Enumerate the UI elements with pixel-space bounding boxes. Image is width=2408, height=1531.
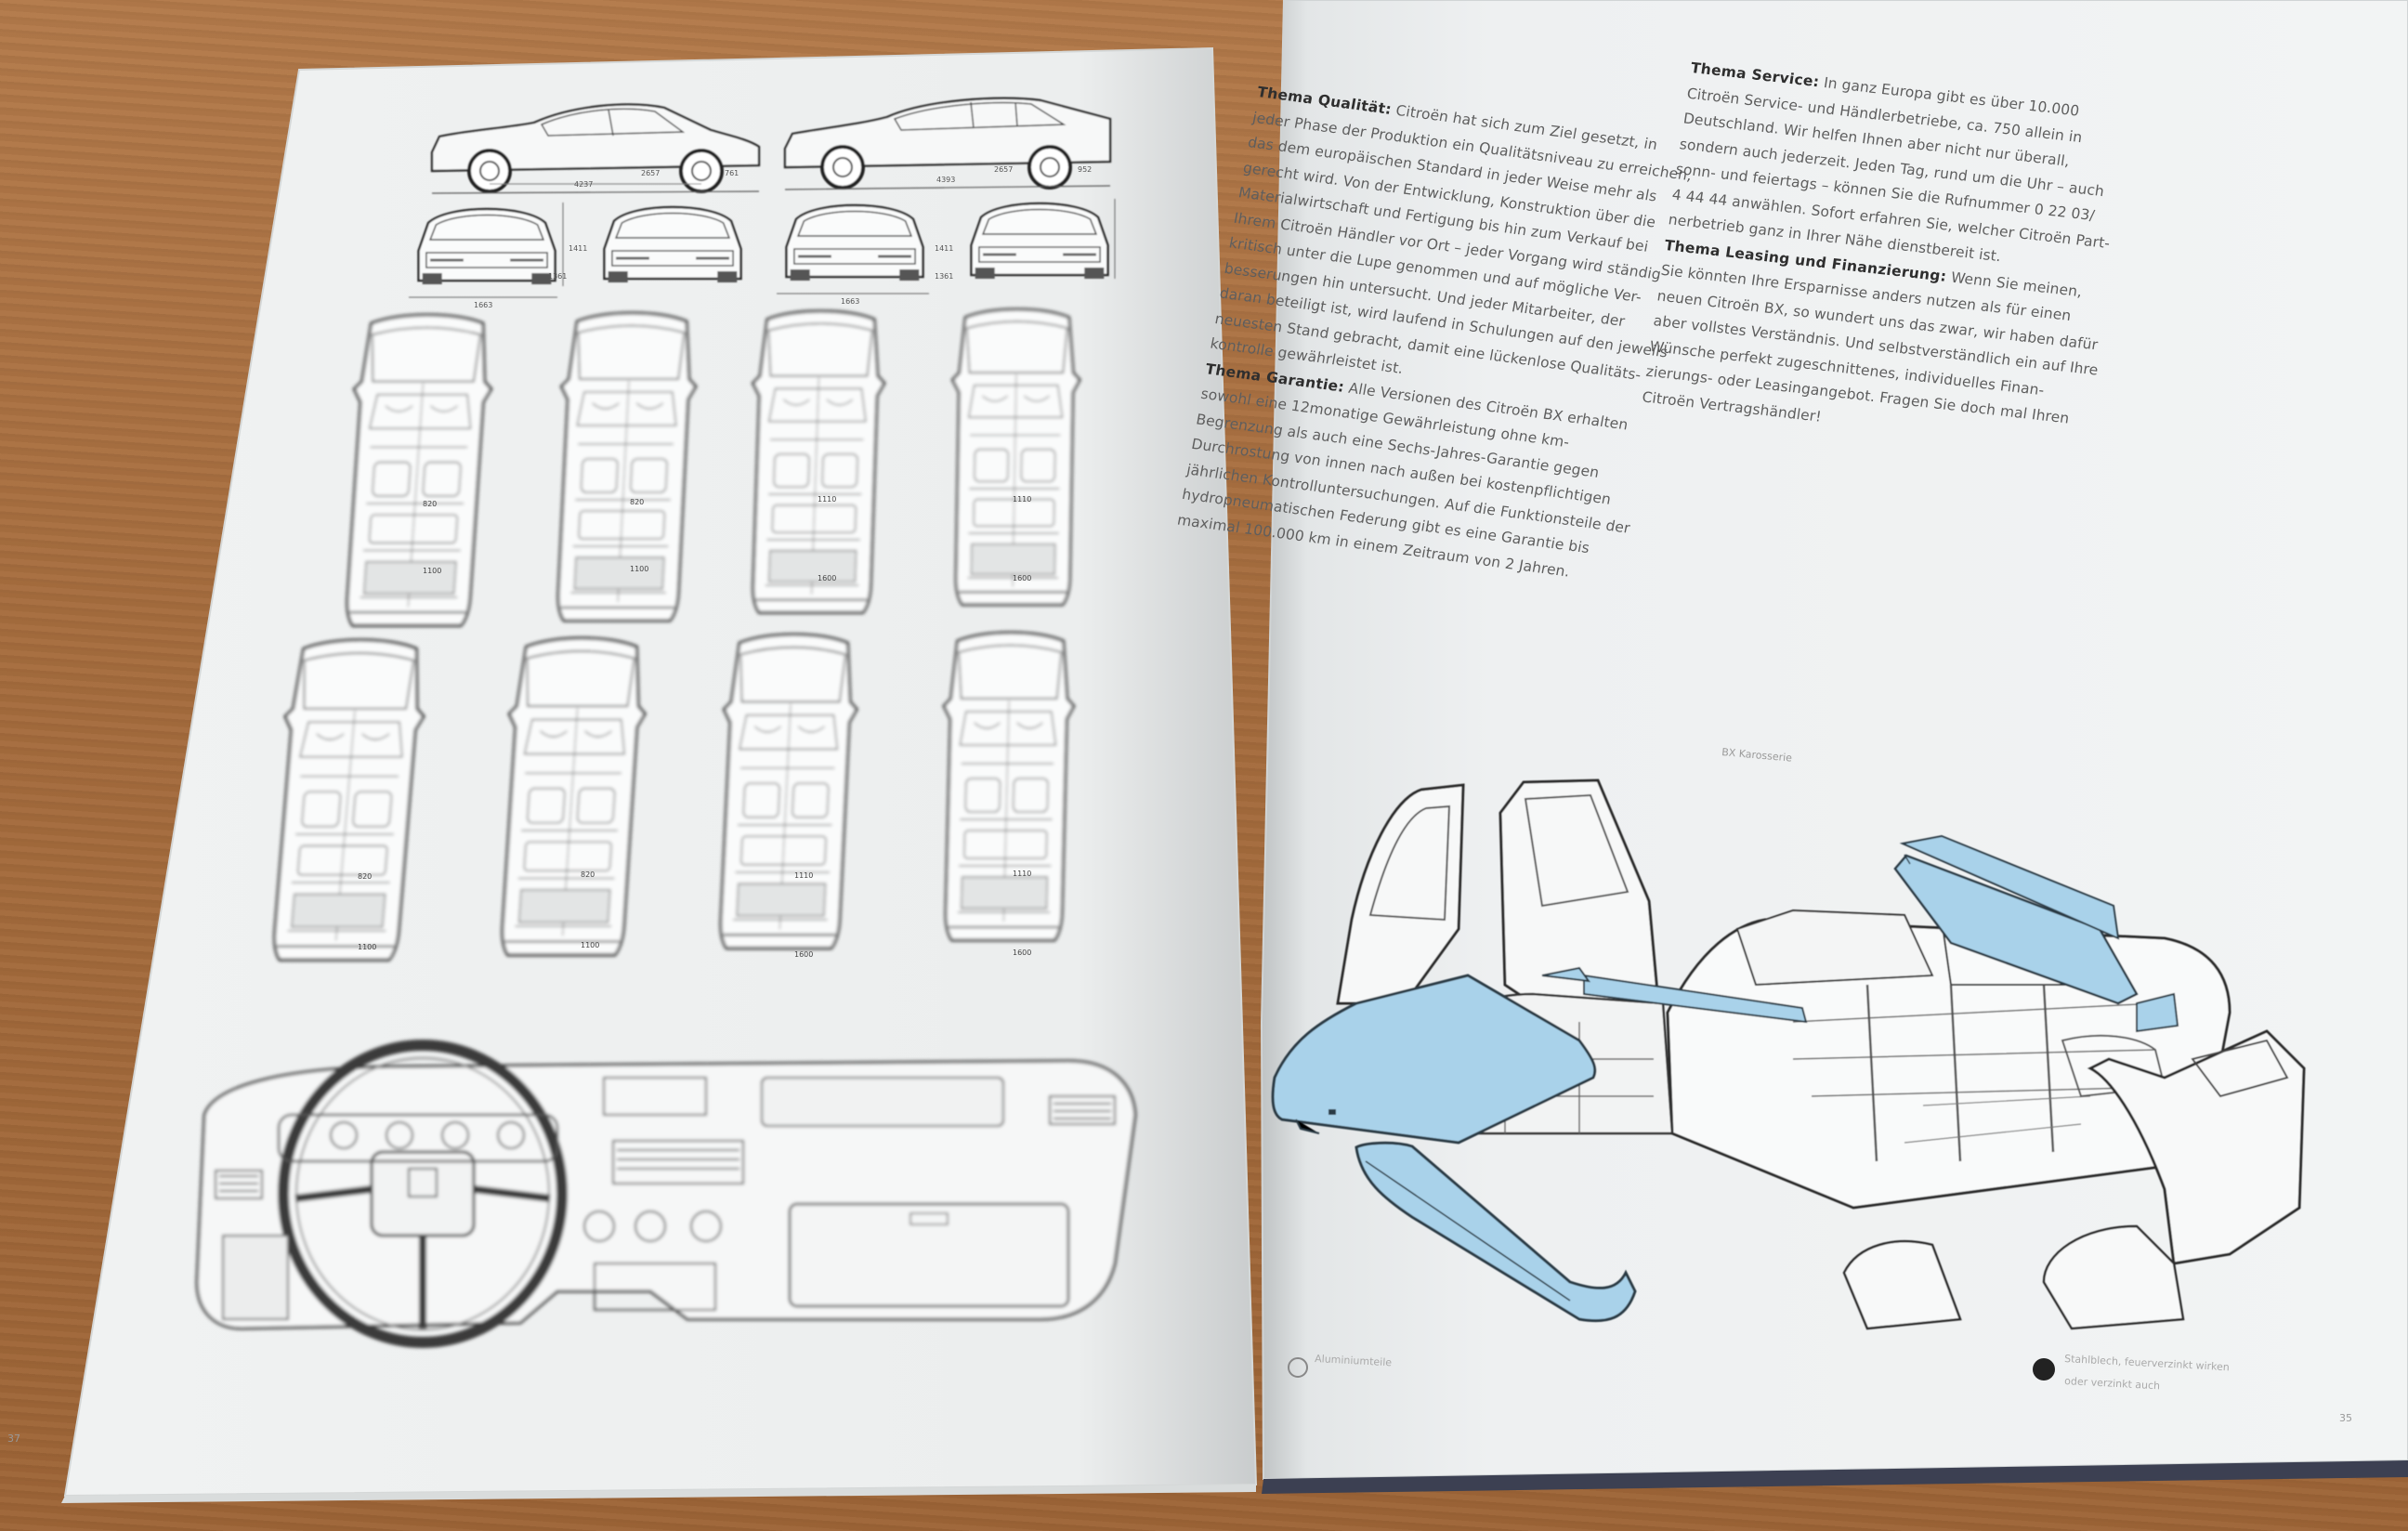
page-number-right: 35 [2339, 1412, 2352, 1424]
interior-r1-c2-a: 1100 [630, 565, 648, 573]
legend-aluminium-swatch [1288, 1357, 1308, 1378]
interior-r2-c4-a: 1600 [1013, 949, 1031, 957]
interior-r2-c3-a: 1600 [794, 950, 813, 959]
interior-r2-c4-b: 1110 [1013, 870, 1031, 878]
dim-side-right-wheelbase: 2657 [994, 165, 1013, 174]
interior-r1-c4-b: 1110 [1013, 495, 1031, 504]
interior-row-1-labels: 1100 820 1100 820 1600 1110 1600 1110 [423, 495, 1031, 582]
interior-r1-c3-a: 1600 [818, 574, 836, 582]
dim-rear-height: 1411 [935, 244, 953, 253]
side-view-drawings [430, 97, 1112, 194]
interior-r1-c3-b: 1110 [818, 495, 836, 504]
interior-row-2-labels: 1100 820 1100 820 1600 1110 1600 1110 [358, 870, 1031, 959]
interior-r2-c3-b: 1110 [794, 871, 813, 880]
interior-r2-c2-a: 1100 [581, 941, 599, 949]
legend-aluminium-label: Aluminiumteile [1315, 1353, 1393, 1368]
exploded-body-illustration [1271, 779, 2306, 1330]
dim-side-right-overhang: 952 [1078, 165, 1092, 174]
dim-rear-track: 1361 [935, 272, 953, 281]
legend-steel-swatch [2033, 1358, 2055, 1381]
dim-rear-width: 1663 [841, 297, 859, 306]
text-column-left: Thema Qualität: Citroën hat sich zum Zie… [1175, 80, 1708, 593]
interior-r1-c1-b: 820 [423, 500, 437, 508]
text-column-right: Thema Service: In ganz Europa gibt es üb… [1641, 56, 2138, 460]
legend-steel-label-2: oder verzinkt auch [2064, 1375, 2161, 1392]
interior-r1-c2-b: 820 [630, 498, 644, 506]
front-rear-dimension-labels: 1663 1411 1361 1663 1411 1361 [474, 244, 953, 309]
dim-front-track: 1361 [548, 272, 567, 281]
dashboard-drawing [195, 1040, 1137, 1348]
interior-r1-c4-a: 1600 [1013, 574, 1031, 582]
front-rear-views [409, 199, 1116, 298]
dim-side-right-total: 4393 [936, 176, 955, 184]
side-dimension-labels: 4237 2657 761 4393 2657 952 [574, 165, 1092, 189]
page-number-left: 37 [7, 1433, 20, 1445]
interior-r2-c2-b: 820 [581, 870, 595, 879]
interior-r2-c1-a: 1100 [358, 943, 376, 951]
dim-front-width: 1663 [474, 301, 492, 309]
dim-side-left-overhang: 761 [725, 169, 739, 177]
dim-side-left-total: 4237 [574, 180, 593, 189]
dim-front-height: 1411 [569, 244, 587, 253]
dim-side-left-wheelbase: 2657 [641, 169, 660, 177]
interior-r1-c1-a: 1100 [423, 567, 441, 575]
legend-aluminium: Aluminiumteile [1288, 1353, 1393, 1378]
interior-r2-c1-b: 820 [358, 872, 372, 881]
